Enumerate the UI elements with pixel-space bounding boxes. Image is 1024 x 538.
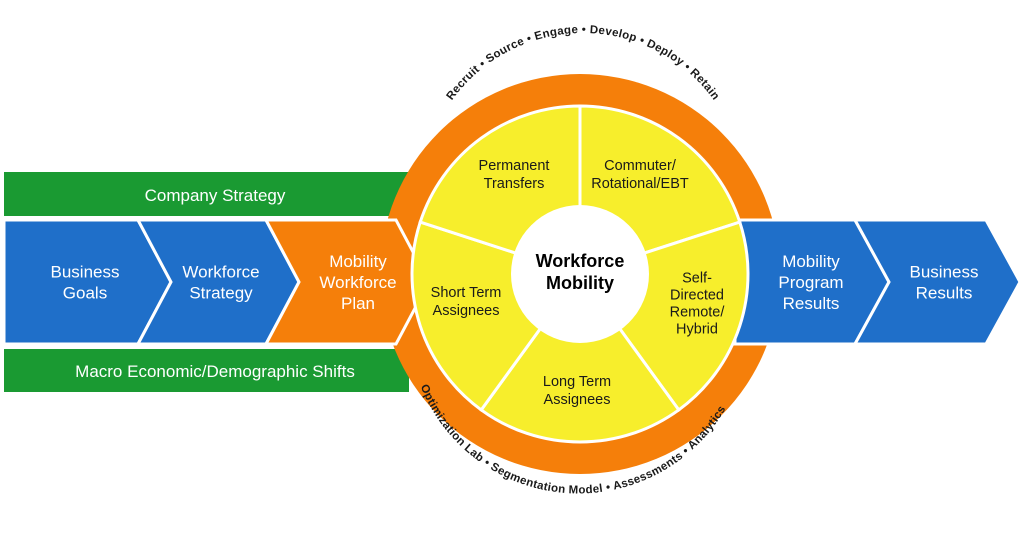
center-circle <box>511 205 649 343</box>
company-strategy-band <box>4 172 409 216</box>
chevron-business-results <box>852 218 1022 346</box>
chevron-business-goals <box>2 218 173 346</box>
segment-self-directed <box>479 271 681 444</box>
macro-shifts-band <box>4 349 409 392</box>
commuter-rotational-label: Commuter/Rotational/EBT <box>591 158 689 192</box>
company-strategy-label: Company Strategy <box>145 186 286 205</box>
chevron-mobility-workforce-plan <box>263 218 431 346</box>
macro-shifts-label: Macro Economic/Demographic Shifts <box>75 362 355 381</box>
